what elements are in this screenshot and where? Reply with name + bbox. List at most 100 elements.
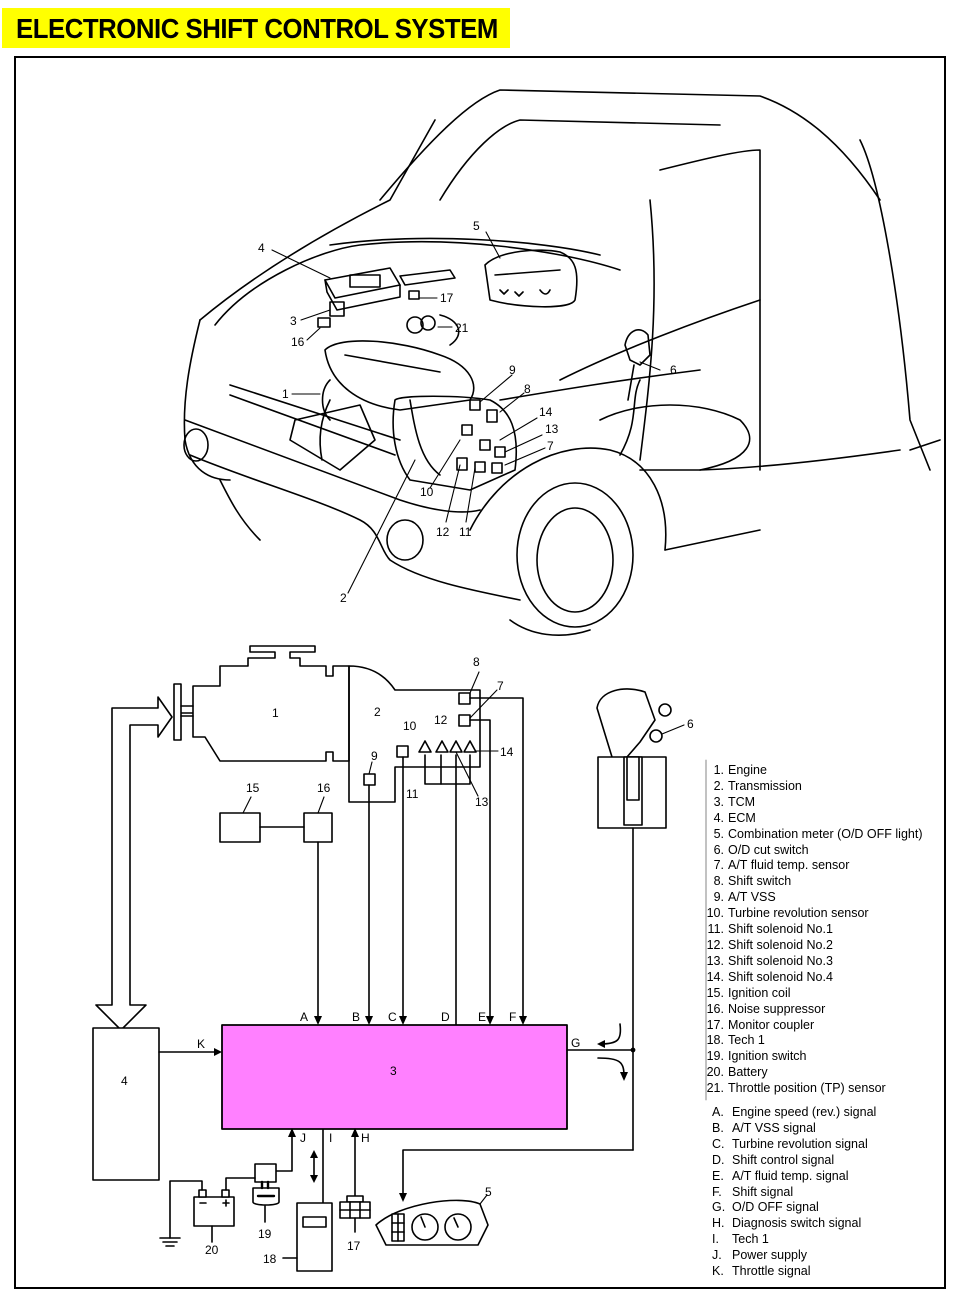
- legend-item: 18.Tech 1: [706, 1033, 765, 1048]
- signal-D: D: [441, 1010, 450, 1024]
- legend-item: 8.Shift switch: [713, 874, 792, 889]
- label-13: 13: [475, 795, 489, 809]
- legend-item: I.Tech 1: [712, 1232, 769, 1247]
- car-callout-14: 14: [539, 405, 553, 419]
- legend-item: H.Diagnosis switch signal: [712, 1216, 862, 1231]
- label-20: 20: [205, 1243, 219, 1257]
- car-callout-3: 3: [290, 314, 297, 328]
- legend-item: 13.Shift solenoid No.3: [706, 953, 833, 968]
- label-8: 8: [473, 655, 480, 669]
- solenoid-13: [449, 740, 463, 753]
- car-callout-13: 13: [545, 422, 559, 436]
- label-10: 10: [403, 719, 417, 733]
- car-callout-labels: 4 5 3 16 17 21 1 9 8 14 13 7 10 12 11 2 …: [258, 219, 677, 605]
- car-callout-lines: [271, 231, 661, 594]
- tech1-18: [296, 1202, 333, 1272]
- legend-item: 4.ECM: [713, 810, 756, 825]
- solenoid-12: [435, 740, 449, 753]
- signal-lines: [317, 697, 524, 1019]
- car-callout-2: 2: [340, 591, 347, 605]
- battery-20: [193, 1196, 235, 1227]
- label-19: 19: [258, 1227, 272, 1241]
- ecm-block: [92, 1027, 160, 1181]
- solenoid-14: [463, 740, 477, 753]
- label-17: 17: [347, 1239, 361, 1253]
- car-callout-11: 11: [459, 525, 472, 539]
- label-12: 12: [434, 713, 448, 727]
- signal-K: K: [197, 1037, 205, 1051]
- car-callout-10: 10: [420, 485, 434, 499]
- legend-item: F.Shift signal: [712, 1184, 794, 1199]
- legend-item: 1.Engine: [713, 763, 767, 777]
- label-14: 14: [500, 745, 514, 759]
- shift-switch-8: [458, 692, 471, 705]
- car-callout-5: 5: [473, 219, 480, 233]
- legend-item: 11.Shift solenoid No.1: [707, 922, 833, 937]
- car-callout-7: 7: [547, 439, 554, 453]
- transmission-block: [348, 665, 481, 803]
- signal-arrowheads: [314, 1016, 527, 1025]
- engine-crank-flange: [173, 683, 182, 741]
- car-callout-8: 8: [524, 382, 531, 396]
- legend-parts: 1.Engine 2.Transmission 3.TCM 4.ECM 5.Co…: [700, 763, 923, 1097]
- legend-item: K.Throttle signal: [712, 1264, 811, 1279]
- car-callout-16: 16: [291, 335, 305, 349]
- signal-A: A: [300, 1010, 308, 1024]
- legend-item: 3.TCM: [713, 794, 756, 809]
- label-16: 16: [317, 781, 331, 795]
- signal-I: I: [329, 1131, 332, 1145]
- legend-item: 12.Shift solenoid No.2: [706, 937, 833, 952]
- ignition-coil-15: [219, 812, 261, 843]
- od-cut-switch-6: [596, 688, 672, 829]
- legend-item: 14.Shift solenoid No.4: [706, 969, 833, 984]
- signal-C: C: [388, 1010, 397, 1024]
- legend-item: A.Engine speed (rev.) signal: [712, 1105, 877, 1119]
- legend-item: C.Turbine revolution signal: [712, 1136, 868, 1151]
- legend-item: 16.Noise suppressor: [706, 1001, 826, 1016]
- label-5: 5: [485, 1185, 492, 1199]
- label-9: 9: [371, 749, 378, 763]
- title-banner: [2, 8, 510, 48]
- ecm-label: 4: [121, 1074, 128, 1088]
- legend-item: 19.Ignition switch: [706, 1049, 807, 1064]
- car-illustration: [183, 89, 941, 636]
- car-callout-1: 1: [282, 387, 289, 401]
- legend-item: E.A/T fluid temp. signal: [712, 1168, 849, 1183]
- signal-F: F: [509, 1010, 516, 1024]
- engine-block: [174, 645, 350, 762]
- noise-suppressor-16: [303, 812, 333, 843]
- transmission-label: 2: [374, 705, 381, 719]
- legend-item: 17.Monitor coupler: [706, 1017, 815, 1032]
- legend-item: B.A/T VSS signal: [712, 1120, 816, 1135]
- car-callout-17: 17: [440, 291, 454, 305]
- legend-item: 9.A/T VSS: [713, 890, 776, 905]
- legend-item: 21.Throttle position (TP) sensor: [706, 1081, 886, 1096]
- legend-item: 5.Combination meter (O/D OFF light): [713, 826, 923, 841]
- signal-B: B: [352, 1010, 360, 1024]
- legend-item: 2.Transmission: [713, 778, 802, 793]
- legend-item: J.Power supply: [712, 1248, 808, 1263]
- car-callout-4: 4: [258, 241, 265, 255]
- legend-item: 10.Turbine revolution sensor: [706, 906, 869, 921]
- legend-item: G.O/D OFF signal: [712, 1200, 819, 1215]
- legend-item: 6.O/D cut switch: [713, 842, 809, 857]
- signal-J: J: [300, 1131, 306, 1145]
- vss-9: [363, 773, 376, 786]
- turbine-sensor-10: [396, 745, 409, 758]
- legend-item: 20.Battery: [706, 1065, 768, 1080]
- label-11: 11: [406, 787, 419, 801]
- legend-signals: A.Engine speed (rev.) signal B.A/T VSS s…: [712, 1105, 876, 1280]
- car-callout-9: 9: [509, 363, 516, 377]
- diagram-frame: [14, 56, 946, 1289]
- tcm-label: 3: [390, 1064, 397, 1078]
- car-callout-6: 6: [670, 363, 677, 377]
- car-callout-12: 12: [436, 525, 450, 539]
- signal-G: G: [571, 1036, 580, 1050]
- signal-H: H: [361, 1131, 370, 1145]
- legend-item: D.Shift control signal: [712, 1152, 835, 1167]
- monitor-coupler-17: [339, 1195, 371, 1233]
- engine-to-ecm-arrow: [95, 696, 173, 1031]
- signal-E: E: [478, 1010, 486, 1024]
- fluid-temp-sensor-7: [458, 714, 471, 727]
